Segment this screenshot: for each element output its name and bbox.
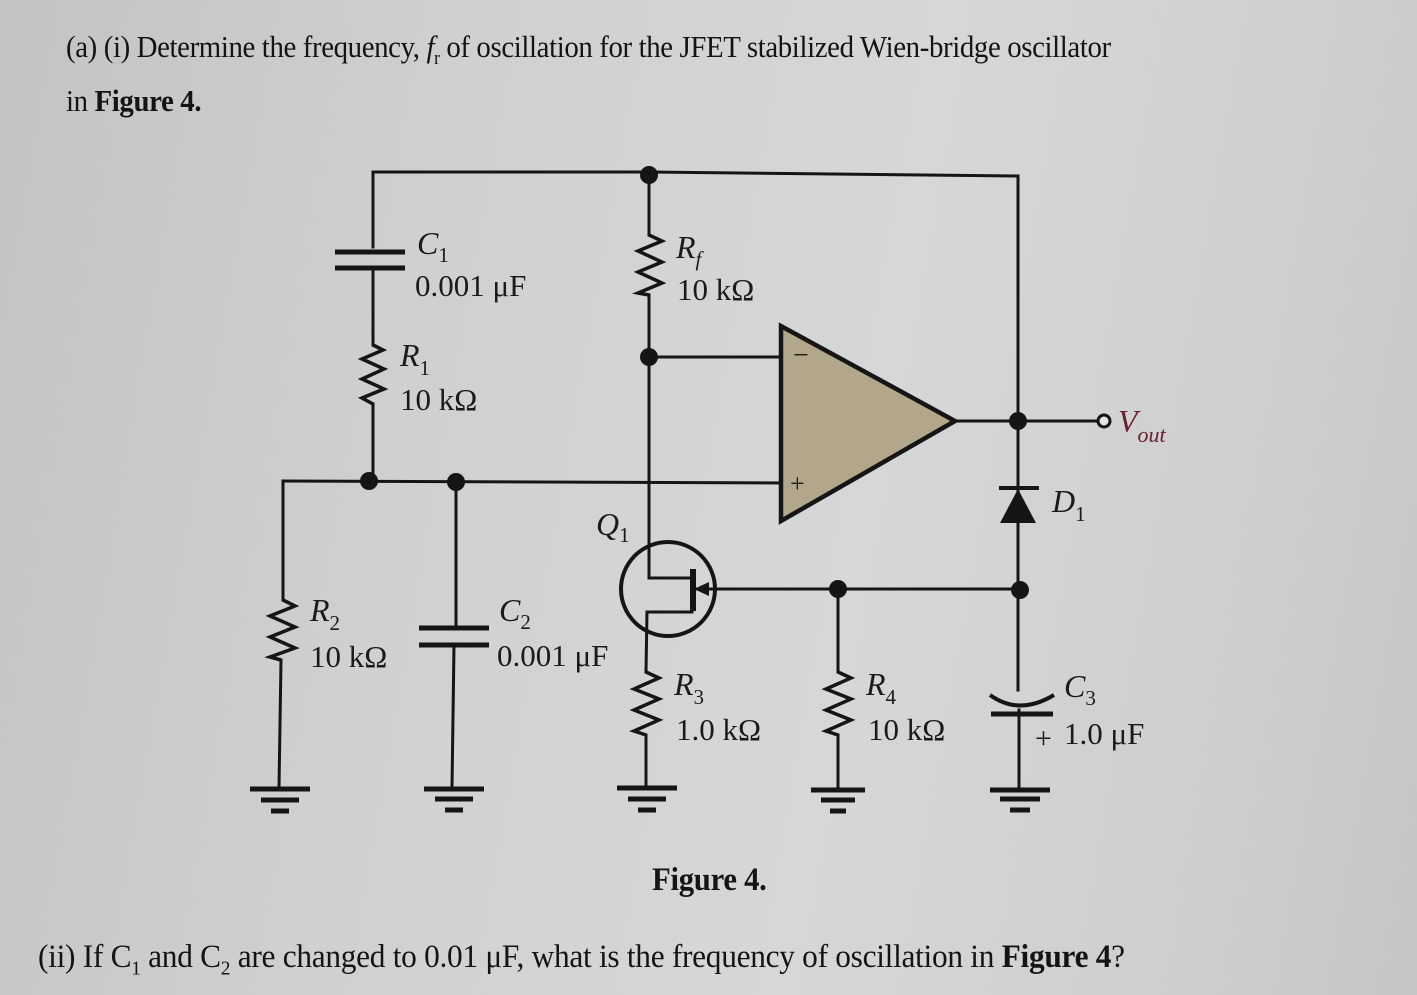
q1-designator: Q1 xyxy=(596,506,630,547)
q2-suffix: ? xyxy=(1111,939,1125,975)
rf-value: 10 kΩ xyxy=(677,272,754,307)
opamp-inverting-sign: − xyxy=(793,340,809,371)
wire-noninverting xyxy=(281,479,783,485)
wire-c2-gnd xyxy=(450,643,456,790)
junction-dot xyxy=(447,473,465,491)
capacitor-c1-symbol xyxy=(335,249,405,271)
ground-icon xyxy=(617,785,677,813)
junction-dot xyxy=(360,472,378,490)
resistor-r3-symbol xyxy=(629,670,664,737)
c3-polarity: + xyxy=(1035,722,1052,755)
c1-value: 0.001 μF xyxy=(415,268,526,303)
question-text-suffix: of oscillation for the JFET stabilized W… xyxy=(439,29,1111,64)
junction-dot xyxy=(640,348,658,366)
q2-mid2: are changed to 0.01 μF, what is the freq… xyxy=(230,939,1002,975)
resistor-rf-symbol xyxy=(631,233,667,297)
r3-designator: R3 xyxy=(673,666,704,709)
wire-top xyxy=(371,170,1020,422)
c2-designator: C2 xyxy=(499,592,531,634)
fr-symbol-subscript: r xyxy=(434,48,440,70)
r4-value: 10 kΩ xyxy=(868,712,945,747)
diode-d1-symbol xyxy=(999,486,1039,523)
resistor-r1-symbol xyxy=(357,343,389,406)
q2-mid1: and C xyxy=(140,939,221,975)
q2-figure-reference: Figure 4 xyxy=(1001,939,1112,975)
resistor-r4-symbol xyxy=(821,670,856,737)
r2-designator: R2 xyxy=(309,592,340,635)
output-terminal xyxy=(1096,413,1112,429)
ground-icon xyxy=(424,786,484,813)
c3-designator: C3 xyxy=(1064,668,1096,710)
opamp-symbol xyxy=(778,322,960,525)
question-line2-suffix: . xyxy=(194,83,202,119)
jfet-q1-symbol xyxy=(619,540,717,638)
junction-dot xyxy=(1011,581,1029,599)
wire-jfet-source xyxy=(644,610,694,674)
r4-designator: R4 xyxy=(865,666,897,709)
question-line2-prefix: in xyxy=(66,83,95,119)
question-part-a-i: (a) (i) Determine the frequency, fr of o… xyxy=(66,26,1396,122)
ground-icon xyxy=(250,786,310,814)
c3-value: 1.0 μF xyxy=(1064,716,1144,751)
ground-icon xyxy=(811,787,865,814)
resistor-r2-symbol xyxy=(264,598,300,662)
r1-value: 10 kΩ xyxy=(400,382,477,417)
junction-dot xyxy=(1009,412,1027,430)
figure-reference: Figure 4 xyxy=(94,83,195,119)
question-text-prefix: (a) (i) Determine the frequency, xyxy=(66,29,427,64)
r1-designator: R1 xyxy=(399,337,430,380)
c2-value: 0.001 μF xyxy=(497,638,608,673)
capacitor-c3-symbol xyxy=(988,693,1056,717)
vout-label: Vout xyxy=(1118,403,1167,447)
q2-c1-subscript: 1 xyxy=(131,957,141,980)
opamp-noninverting-sign: + xyxy=(790,469,805,498)
q2-prefix: (ii) If C xyxy=(38,939,132,975)
r2-value: 10 kΩ xyxy=(310,639,387,674)
r3-value: 1.0 kΩ xyxy=(676,712,761,747)
rf-designator: Rf xyxy=(675,229,705,271)
q2-c2-subscript: 2 xyxy=(220,957,231,980)
figure-caption: Figure 4. xyxy=(652,862,767,898)
junction-dot xyxy=(640,166,658,184)
d1-designator: D1 xyxy=(1051,483,1086,526)
ground-icon xyxy=(990,787,1050,813)
c1-designator: C1 xyxy=(417,225,449,267)
wire-r2-gnd xyxy=(277,658,283,790)
junction-dot xyxy=(829,580,847,598)
fr-symbol: fr xyxy=(426,29,439,69)
fr-symbol-letter: f xyxy=(426,29,435,64)
question-part-a-ii: (ii) If C1 and C2 are changed to 0.01 μF… xyxy=(38,936,1416,990)
capacitor-c2-symbol xyxy=(419,625,489,648)
